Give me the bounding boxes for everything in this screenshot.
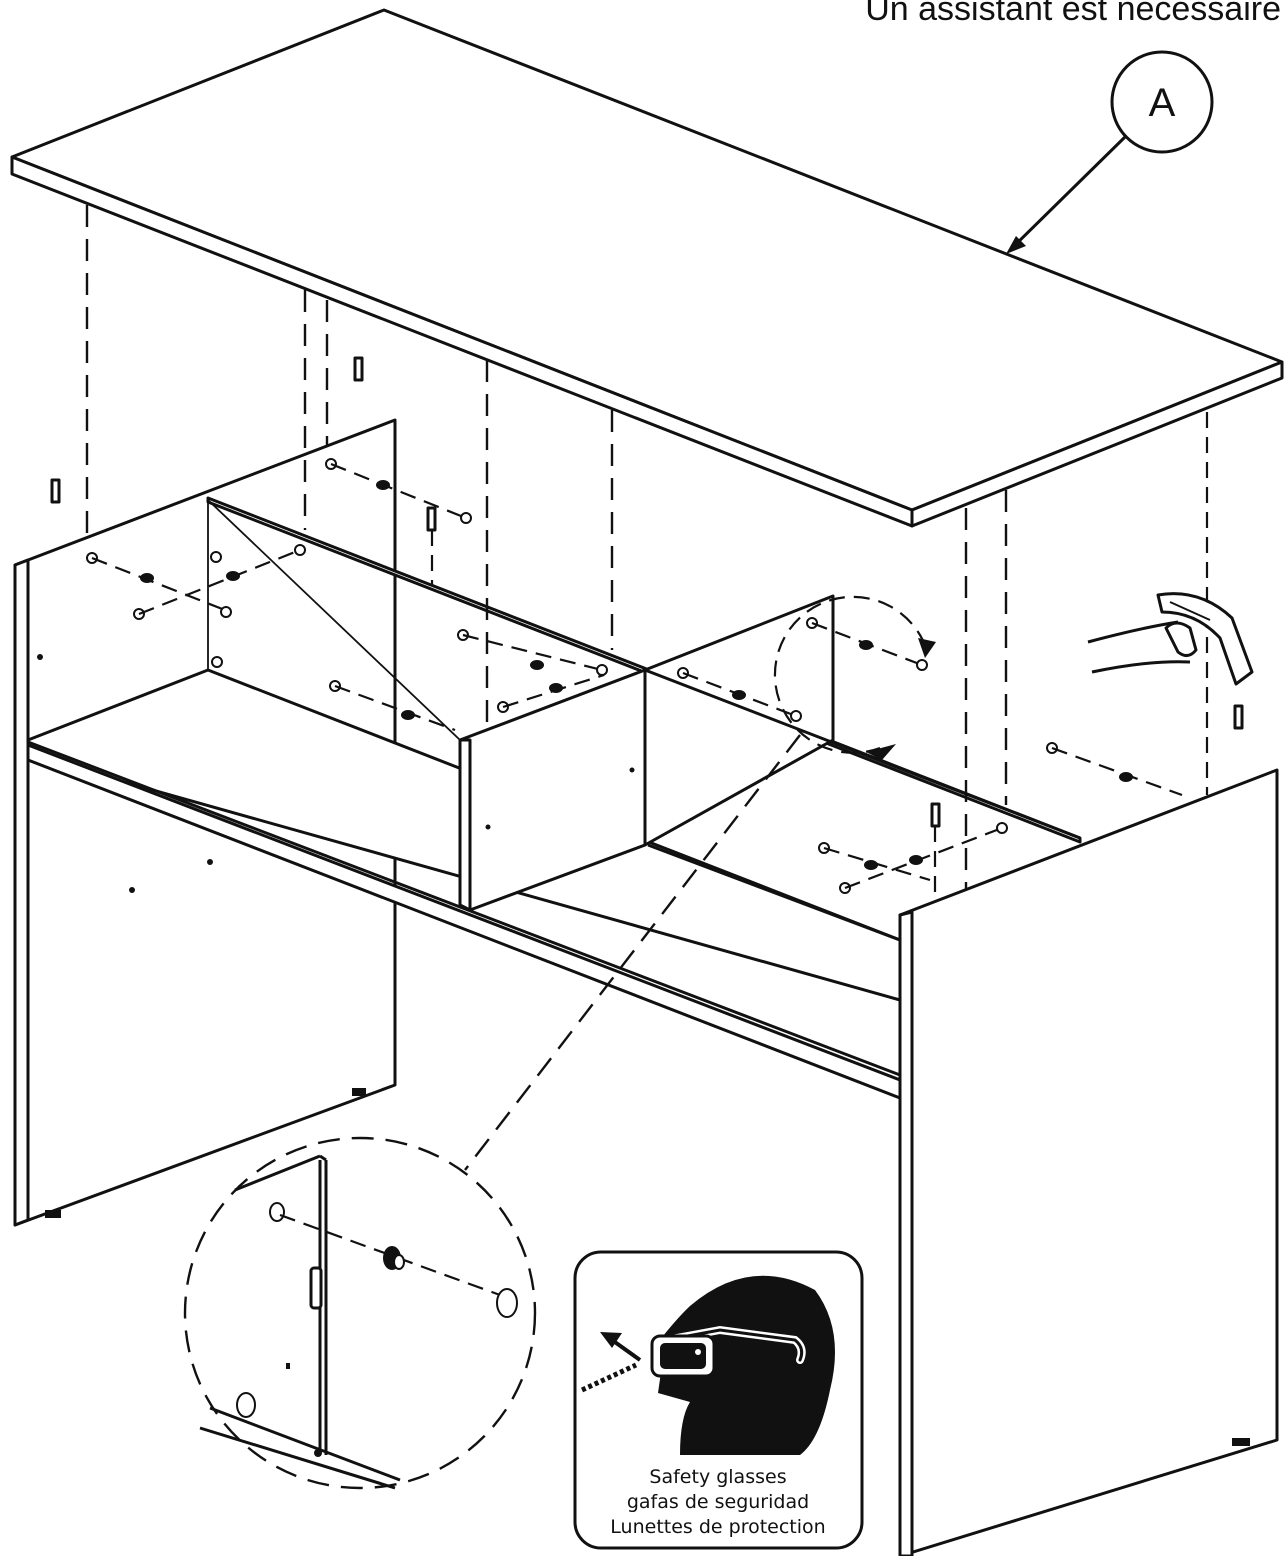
detail-magnifier [183,1136,537,1490]
safety-label-es: gafas de seguridad [627,1491,809,1513]
right-divider-panel [643,594,1081,942]
tabletop-panel [10,8,1284,528]
hardware-group [50,356,1244,894]
helper-required-note: Un assistant est nécessaire [865,0,1281,28]
middle-divider-panel [458,668,647,912]
rotate-cam-indicator [773,595,936,760]
safety-glasses-panel: Safety glasses gafas de seguridad Lunett… [573,1250,864,1550]
part-a-callout: A [1006,50,1214,254]
safety-label-en: Safety glasses [649,1466,786,1488]
callout-arrowhead [1006,236,1026,254]
safety-label-fr: Lunettes de protection [610,1516,825,1538]
right-side-panel [898,768,1279,1558]
safety-glasses-icon [580,1275,835,1455]
alignment-lines [85,205,1209,895]
callout-letter: A [1149,81,1176,125]
hammer-icon [1087,592,1254,686]
detail-leader-line [464,734,801,1171]
cam-lock-detail [383,1246,405,1270]
